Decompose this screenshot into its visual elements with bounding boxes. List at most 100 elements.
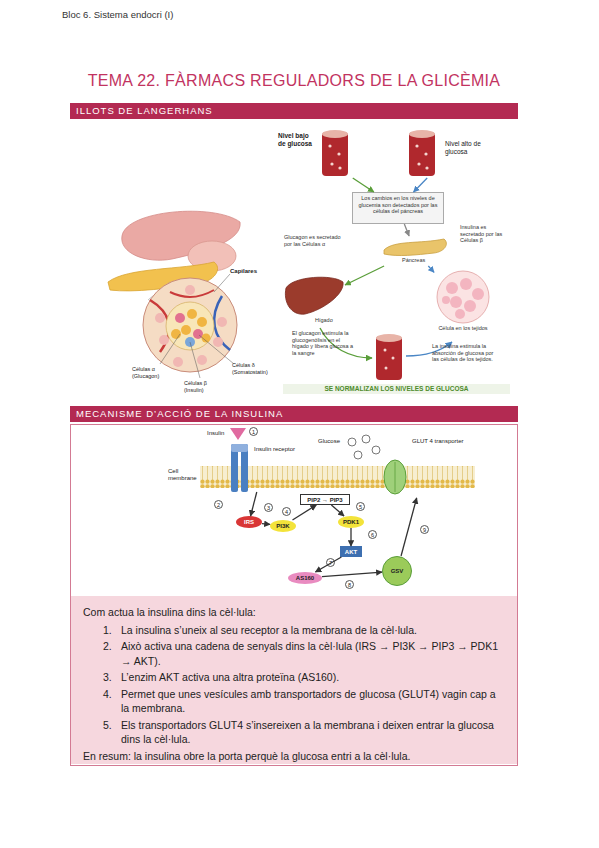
islet-illustration — [143, 274, 237, 378]
list-number: 1. — [103, 623, 121, 638]
node-text: GSV — [391, 568, 404, 574]
node-text: MECANISME D’ACCIÓ DE LA INSULINA — [76, 406, 512, 422]
section-band: MECANISME D’ACCIÓ DE LA INSULINA — [70, 406, 518, 422]
note-text: La insulina estimula la absorción de glu… — [432, 343, 494, 363]
node-text: Los cambios en los niveles de glucemia s… — [356, 195, 440, 215]
callout-number: 5 — [356, 502, 365, 511]
signal-protein: PI3K — [270, 520, 296, 532]
list-item: 1.La insulina s’uneix al seu receptor a … — [103, 623, 505, 638]
node-text: ILLOTS DE LANGERHANS — [76, 103, 512, 119]
flow-arrow — [428, 266, 434, 272]
node-text: IRS — [244, 519, 254, 525]
part-label: Células δ (Somatostatin) — [232, 362, 276, 375]
edge-label: Insulina es secretado por las Células β — [460, 224, 510, 244]
callout-number: 8 — [345, 580, 354, 589]
lipid-box: PIP2 → PIP3 — [300, 494, 350, 505]
flow-arrow — [331, 505, 344, 516]
flow-arrow — [251, 492, 257, 516]
flow-arrow — [293, 505, 317, 520]
summary-text: En resum: la insulina obre la porta perq… — [83, 749, 505, 764]
liver-art — [283, 274, 345, 318]
section-band: ILLOTS DE LANGERHANS — [70, 103, 518, 119]
shape-art — [283, 274, 345, 322]
note-text: El glucagon estimula la glucogenólisis e… — [292, 330, 358, 356]
shape-art — [228, 444, 252, 496]
flow-arrow — [353, 178, 374, 192]
cells-art — [434, 270, 492, 324]
callout-number: 3 — [264, 503, 273, 512]
list-text: La insulina s’uneix al seu receptor a la… — [121, 623, 505, 638]
pancreas-organ: Páncreas — [380, 236, 450, 266]
vessel-art — [405, 128, 439, 178]
part-label: Capilares — [230, 268, 257, 274]
list-item: 2.Això activa una cadena de senyals dins… — [103, 639, 505, 668]
blood-vessel-illustration — [376, 334, 402, 380]
node-text: Páncreas — [402, 257, 425, 263]
callout-number: 9 — [420, 525, 429, 534]
list-number: 4. — [103, 687, 121, 716]
part-label: Cell membrane — [168, 468, 198, 482]
node-text: Hígado — [315, 317, 333, 323]
node-text: GLUT 4 transporter — [412, 438, 468, 445]
storage-vesicle: GSV — [382, 556, 412, 586]
flow-arrow — [414, 178, 428, 192]
node-text: AKT — [345, 549, 357, 555]
list-item: 4.Permet que unes vesícules amb transpor… — [103, 687, 505, 716]
list-item: 5.Els transportadors GLUT4 s’insereixen … — [103, 718, 505, 747]
insulin-receptor: Insulin receptor — [228, 444, 298, 492]
part-label: Células α (Glucagon) — [132, 366, 168, 379]
insulin-symbol — [230, 428, 246, 440]
info-box: Los cambios en los niveles de glucemia s… — [352, 192, 444, 224]
page-title: TEMA 22. FÀRMACS REGULADORS DE LA GLICÈM… — [70, 72, 518, 90]
callout-number: 2 — [214, 500, 223, 509]
tissue-cells: Célula en los tejidos — [434, 270, 492, 340]
text-panel: Com actua la insulina dins la cèl·lula: 1… — [71, 596, 517, 764]
flow-arrow — [404, 224, 409, 236]
node-text: Insulin receptor — [254, 446, 296, 453]
list-number: 2. — [103, 639, 121, 668]
signal-protein: AS160 — [288, 572, 322, 584]
callout-number: 6 — [368, 530, 377, 539]
glucose-transporter: GLUT 4 transporter — [380, 436, 470, 498]
part-label: Insulin — [207, 430, 224, 436]
shape-art — [380, 436, 410, 502]
flow-arrow — [345, 266, 384, 285]
node-text: PI3K — [276, 523, 289, 529]
receptor-art — [228, 444, 252, 492]
flow-arrow — [262, 523, 270, 525]
vessel-art — [318, 128, 352, 178]
signal-protein: PDK1 — [338, 516, 364, 528]
part-label: Glucose — [318, 438, 340, 444]
pancreas-art — [380, 236, 450, 258]
edge-label: Glucagon es secretado por las Células α — [284, 234, 342, 247]
shape-art — [434, 270, 492, 328]
list-number: 5. — [103, 718, 121, 747]
callout-number: 1 — [249, 427, 258, 436]
node-text: SE NORMALIZAN LOS NIVELES DE GLUCOSA — [283, 384, 510, 394]
shape-art — [405, 128, 439, 182]
list-number: 3. — [103, 670, 121, 685]
list-text: Permet que unes vesícules amb transporta… — [121, 687, 505, 716]
callout-number: 4 — [282, 507, 291, 516]
intro-text: Com actua la insulina dins la cèl·lula: — [83, 605, 505, 620]
node-text: PDK1 — [343, 519, 359, 525]
list-item: 3.L’enzim AKT activa una altra proteïna … — [103, 670, 505, 685]
shape-art — [318, 128, 352, 182]
list-text: Els transportadors GLUT4 s’insereixen a … — [121, 718, 505, 747]
node-text: Célula en los tejidos — [434, 325, 492, 332]
list-text: Això activa una cadena de senyals dins l… — [121, 639, 505, 668]
flow-arrow — [350, 528, 351, 546]
liver-organ: Hígado — [283, 274, 345, 326]
signal-protein: IRS — [236, 516, 262, 528]
list-text: L’enzim AKT activa una altra proteïna (A… — [121, 670, 505, 685]
section-frame — [71, 425, 518, 766]
node-text: AS160 — [296, 575, 314, 581]
result-band: SE NORMALIZAN LOS NIVELES DE GLUCOSA — [283, 384, 510, 394]
glucose-molecules — [348, 435, 380, 459]
blood-vessel: Nivel alto de glucosa — [405, 128, 498, 178]
kinase-box: AKT — [340, 546, 362, 557]
callout-number: 7 — [326, 558, 335, 567]
node-text: PIP2 → PIP3 — [307, 497, 342, 503]
glut4-art — [380, 436, 410, 498]
